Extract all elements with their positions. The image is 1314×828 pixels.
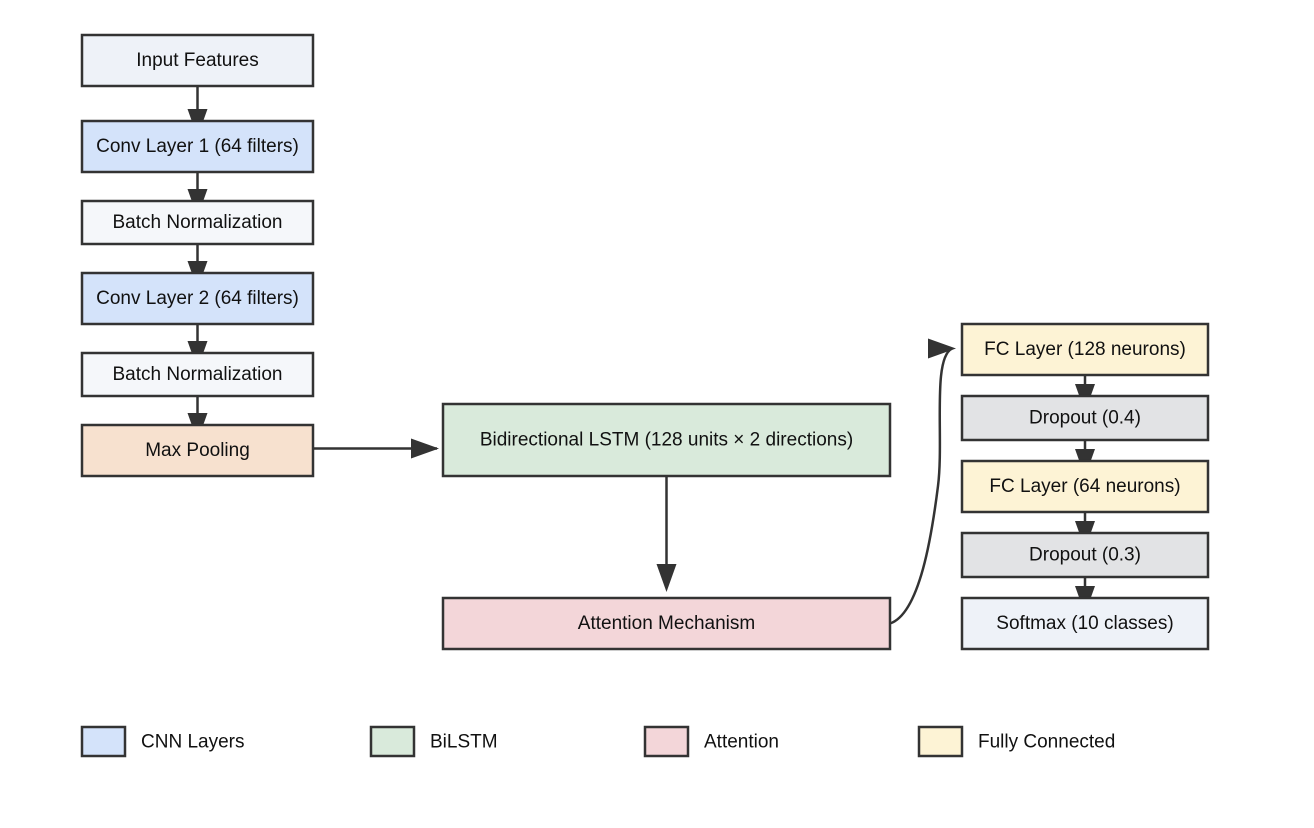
node-softmax: Softmax (10 classes) — [960, 596, 1210, 651]
legend-swatch — [80, 725, 127, 758]
node-box — [441, 596, 892, 651]
legend: CNN Layers BiLSTM Attention Fully Connected — [80, 725, 1115, 758]
legend-swatch — [369, 725, 416, 758]
node-dropout2: Dropout (0.3) — [960, 531, 1210, 579]
node-label: Max Pooling — [145, 440, 250, 461]
node-bn2: Batch Normalization — [80, 351, 315, 398]
edge-bilstm-to-attention-arrowhead — [656, 564, 677, 592]
node-label: Conv Layer 1 (64 filters) — [96, 136, 299, 157]
node-label: Input Features — [136, 50, 259, 71]
node-box — [960, 459, 1210, 514]
node-label: Batch Normalization — [112, 212, 282, 233]
node-label: FC Layer (64 neurons) — [989, 476, 1180, 497]
node-fc2: FC Layer (64 neurons) — [960, 459, 1210, 514]
node-label: Attention Mechanism — [578, 613, 755, 634]
node-label: Softmax (10 classes) — [996, 613, 1173, 634]
node-bilstm: Bidirectional LSTM (128 units × 2 direct… — [441, 402, 892, 478]
node-label: Dropout (0.3) — [1029, 545, 1141, 566]
legend-item-3: Fully Connected — [917, 725, 1115, 758]
edge-attention-to-fc1-arrowhead — [928, 338, 956, 359]
edge-max-pooling-to-bilstm-arrowhead — [411, 438, 439, 459]
node-label: Batch Normalization — [112, 364, 282, 385]
node-box — [80, 33, 315, 88]
legend-label: CNN Layers — [141, 732, 244, 753]
edges-layer — [187, 86, 1095, 625]
node-bn1: Batch Normalization — [80, 199, 315, 246]
node-box — [80, 423, 315, 478]
node-box — [960, 394, 1210, 442]
node-label: FC Layer (128 neurons) — [984, 339, 1186, 360]
node-label: Conv Layer 2 (64 filters) — [96, 288, 299, 309]
node-box — [80, 271, 315, 326]
edge-attention-to-fc1 — [889, 347, 953, 625]
legend-label: BiLSTM — [430, 732, 498, 753]
legend-swatch — [643, 725, 690, 758]
legend-item-2: Attention — [643, 725, 779, 758]
legend-item-1: BiLSTM — [369, 725, 498, 758]
legend-swatch — [917, 725, 964, 758]
node-box — [960, 596, 1210, 651]
node-box — [441, 402, 892, 478]
node-fc1: FC Layer (128 neurons) — [960, 322, 1210, 377]
node-conv1: Conv Layer 1 (64 filters) — [80, 119, 315, 174]
node-box — [80, 351, 315, 398]
node-box — [960, 531, 1210, 579]
node-input-features: Input Features — [80, 33, 315, 88]
node-label: Dropout (0.4) — [1029, 408, 1141, 429]
legend-label: Fully Connected — [978, 732, 1115, 753]
node-max-pooling: Max Pooling — [80, 423, 315, 478]
node-box — [80, 199, 315, 246]
node-box — [80, 119, 315, 174]
legend-item-0: CNN Layers — [80, 725, 244, 758]
node-attention: Attention Mechanism — [441, 596, 892, 651]
node-conv2: Conv Layer 2 (64 filters) — [80, 271, 315, 326]
legend-label: Attention — [704, 732, 779, 753]
node-dropout1: Dropout (0.4) — [960, 394, 1210, 442]
node-label: Bidirectional LSTM (128 units × 2 direct… — [480, 430, 853, 451]
node-box — [960, 322, 1210, 377]
